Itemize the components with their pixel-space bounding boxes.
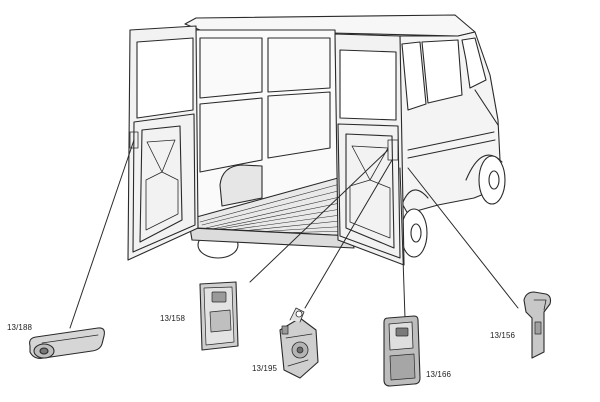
van-wheel-rear: [400, 208, 428, 258]
leader-line-13-156: [407, 167, 519, 309]
van-wheel-housing: [219, 164, 263, 207]
van-hub-front: [488, 170, 500, 190]
part-label-13-156: 13/156: [490, 331, 516, 340]
van-wheel-front: [478, 155, 506, 205]
van-trim: [407, 131, 495, 151]
van-side-window: [421, 39, 463, 104]
leader-line-13-188: [69, 139, 135, 329]
van-cargo-panel: [267, 37, 331, 93]
part-label-13-188: 13/188: [7, 323, 33, 332]
van-cargo-panel: [199, 97, 263, 173]
van-rear-door-right: [334, 33, 405, 266]
van-trim: [474, 89, 499, 126]
part-13-158-handle-plate: [199, 281, 239, 351]
part-label-13-166: 13/166: [426, 370, 452, 379]
van-hub-rear: [410, 223, 422, 243]
leader-line-13-158: [249, 149, 389, 283]
van-side-window: [401, 41, 427, 111]
van-rear-door-left: [127, 25, 199, 261]
leader-lines: [69, 139, 519, 329]
van-trim: [407, 139, 496, 159]
part-13-188-handle: [29, 327, 105, 359]
part-label-13-195: 13/195: [252, 364, 278, 373]
leader-line-13-166: [399, 167, 406, 319]
part-label-13-158: 13/158: [160, 314, 186, 323]
van-illustration: [127, 14, 506, 266]
part-13-156-bracket: [523, 291, 552, 359]
van-windshield: [461, 37, 487, 89]
van-cargo-panel: [267, 91, 331, 159]
leader-line-13-195: [304, 159, 393, 309]
van-rear-bumper: [189, 227, 355, 249]
part-13-166-handle-housing: [383, 315, 421, 387]
part-13-195-lock-mechanism: [279, 307, 319, 379]
van-cargo-panel: [199, 37, 263, 99]
